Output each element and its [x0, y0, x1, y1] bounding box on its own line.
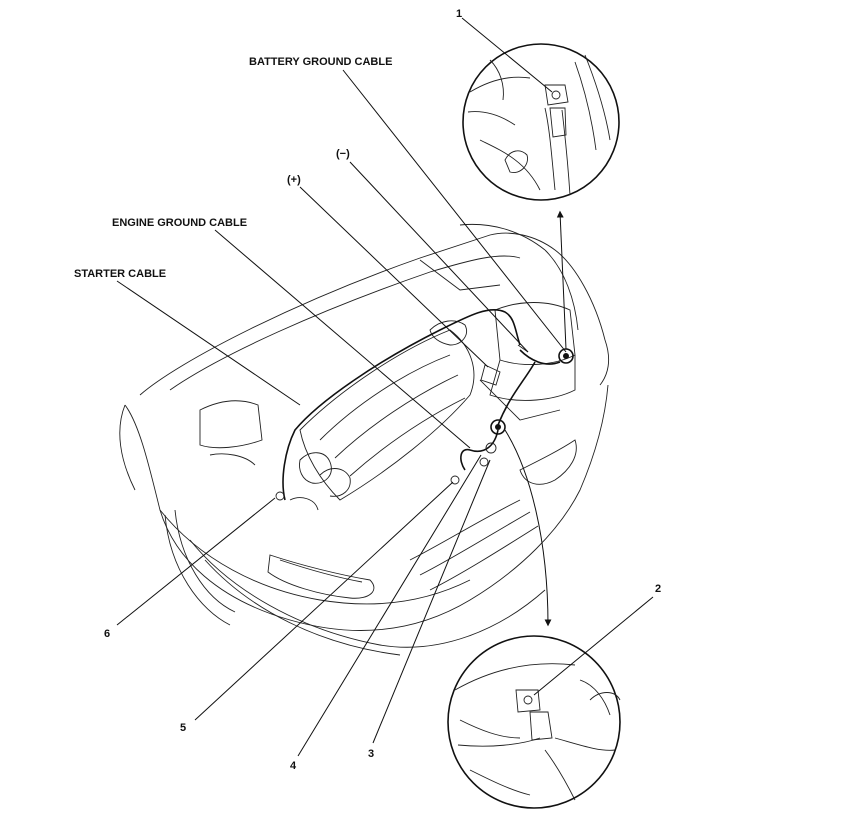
engine-ground-cable-path	[460, 429, 499, 471]
leader-lines	[116, 17, 654, 757]
battery-ground-cable-label: BATTERY GROUND CABLE	[249, 56, 392, 68]
engine-ground-cable-label: ENGINE GROUND CABLE	[112, 217, 247, 229]
starter-cable-label: STARTER CABLE	[74, 268, 166, 280]
detail-view-2	[447, 635, 621, 809]
callout-6: 6	[104, 628, 110, 640]
detail-view-1	[462, 43, 620, 201]
callout-2: 2	[655, 583, 661, 595]
negative-terminal-label: (−)	[336, 148, 350, 160]
car-body	[119, 223, 610, 656]
starter-cable-path	[282, 308, 521, 501]
callout-4: 4	[290, 760, 297, 772]
callout-1: 1	[456, 8, 462, 20]
positive-terminal-label: (+)	[287, 174, 301, 186]
callout-5: 5	[180, 722, 186, 734]
callout-3: 3	[368, 748, 374, 760]
terminal-points	[275, 344, 574, 501]
battery-ground-cable-path	[497, 349, 561, 426]
detail-arrows	[504, 210, 567, 627]
